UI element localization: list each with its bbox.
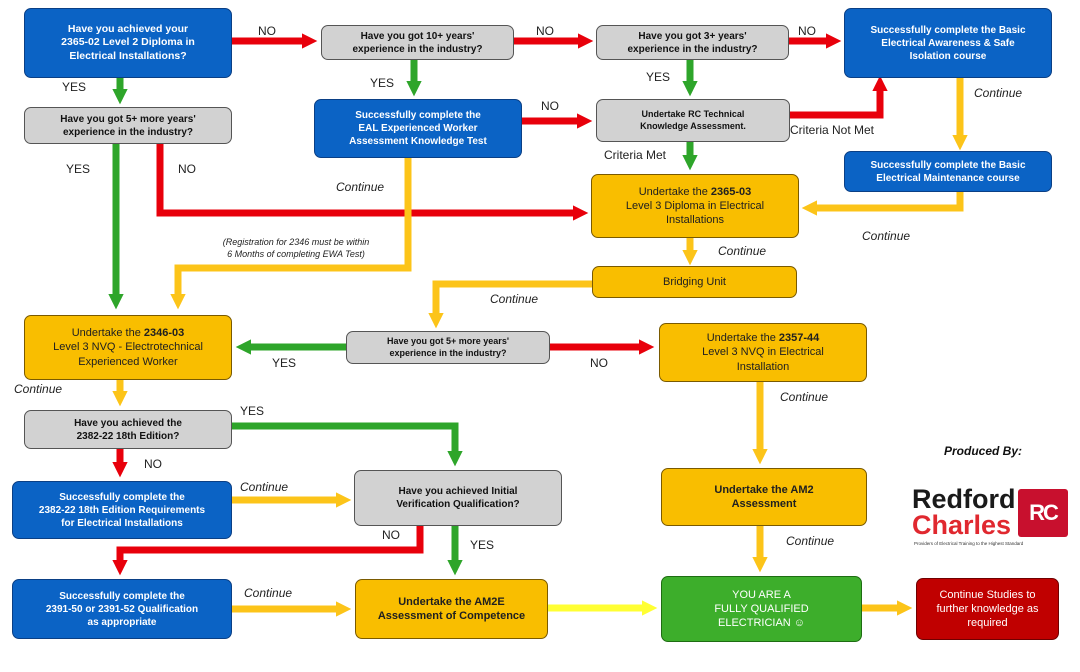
box-5-years-question-middle: Have you got 5+ more years' experience i… [346, 331, 550, 364]
label-yes-b5: YES [66, 162, 91, 176]
arrow-b6-b11 [170, 158, 412, 310]
arrow-b5-b9 [156, 144, 589, 221]
box-18th-edition-requirements: Successfully complete the 2382-22 18th E… [12, 481, 232, 539]
label-continue-b8: Continue [862, 229, 911, 243]
label-yes-b1: YES [62, 80, 87, 94]
label-yes-b16: YES [470, 538, 495, 552]
label-no-b5: NO [178, 162, 196, 176]
box-2357-44-rest: Level 3 NVQ in Electrical Installation [702, 346, 824, 373]
arrow-b7-b4 [790, 75, 888, 119]
box-basic-maintenance-course: Successfully complete the Basic Electric… [844, 151, 1052, 192]
box-5-years-question-top: Have you got 5+ more years' experience i… [24, 107, 232, 144]
label-continue-b18: Continue [244, 586, 293, 600]
label-no-b12: NO [590, 356, 608, 370]
label-continue-b10: Continue [490, 292, 539, 306]
box-fully-qualified-electrician: YOU ARE A FULLY QUALIFIED ELECTRICIAN ☺ [661, 576, 862, 642]
label-no-b1: NO [258, 24, 276, 38]
box-rc-technical-assessment: Undertake RC Technical Knowledge Assessm… [596, 99, 790, 142]
box-continue-studies: Continue Studies to further knowledge as… [916, 578, 1059, 640]
label-yes-b3: YES [646, 70, 671, 84]
box-bridging-unit: Bridging Unit [592, 266, 797, 298]
label-no-b6: NO [541, 99, 559, 113]
box-2357-44-pre: Undertake the [706, 332, 779, 345]
arrow-b14-b16 [232, 422, 463, 467]
box-am2-assessment: Undertake the AM2 Assessment [661, 468, 867, 526]
label-continue-b9: Continue [718, 244, 767, 258]
box-2357-44-code: 2357-44 [778, 332, 820, 345]
label-no-b3: NO [798, 24, 816, 38]
label-criteria-met: Criteria Met [604, 148, 667, 162]
box-basic-awareness-course: Successfully complete the Basic Electric… [844, 8, 1052, 78]
box-2365-03-rest: Level 3 Diploma in Electrical Installati… [625, 199, 765, 227]
arrow-b10-b12 [428, 280, 592, 329]
label-no-b14: NO [144, 457, 162, 471]
box-10-years-question: Have you got 10+ years' experience in th… [321, 25, 514, 60]
box-2365-03-code: 2365-03 [710, 185, 752, 198]
label-yes-b2: YES [370, 76, 395, 90]
label-no-b2: NO [536, 24, 554, 38]
logo-monogram: RC [1018, 489, 1068, 537]
label-yes-b14: YES [240, 404, 265, 418]
box-eal-knowledge-test: Successfully complete the EAL Experience… [314, 99, 522, 158]
arrow-b8-b9 [801, 192, 964, 216]
label-yes-b12: YES [272, 356, 297, 370]
logo-tagline: Providers of Electrical Training to the … [914, 541, 1024, 546]
box-level2-diploma-question: Have you achieved your 2365-02 Level 2 D… [24, 8, 232, 78]
label-continue-b4: Continue [974, 86, 1023, 100]
box-2346-03-code: 2346-03 [143, 327, 185, 340]
label-no-b16: NO [382, 528, 400, 542]
box-2391-qualification: Successfully complete the 2391-50 or 239… [12, 579, 232, 639]
label-continue-b13: Continue [780, 390, 829, 404]
logo-word-redford: Redford [912, 484, 1016, 514]
box-2346-03-rest: Level 3 NVQ - Electrotechnical Experienc… [53, 341, 203, 368]
label-continue-b15: Continue [240, 480, 289, 494]
label-continue-b17: Continue [786, 534, 835, 548]
box-2365-03-pre: Undertake the [638, 185, 711, 198]
box-2346-03-pre: Undertake the [71, 327, 144, 340]
label-continue-b11: Continue [14, 382, 63, 396]
box-am2e-assessment: Undertake the AM2E Assessment of Compete… [355, 579, 548, 639]
label-criteria-not-met: Criteria Not Met [790, 123, 875, 137]
box-18th-edition-question: Have you achieved the 2382-22 18th Editi… [24, 410, 232, 449]
box-initial-verification-question: Have you achieved Initial Verification Q… [354, 470, 562, 526]
produced-by-label: Produced By: [944, 444, 1023, 458]
note-registration-2346: (Registration for 2346 must be within 6 … [222, 237, 370, 260]
logo-word-charles: Charles [912, 510, 1012, 540]
box-3-years-question: Have you got 3+ years' experience in the… [596, 25, 789, 60]
logo-monogram-text: RC [1029, 500, 1059, 525]
arrow-b16-b18 [112, 526, 424, 576]
label-continue-b6: Continue [336, 180, 385, 194]
